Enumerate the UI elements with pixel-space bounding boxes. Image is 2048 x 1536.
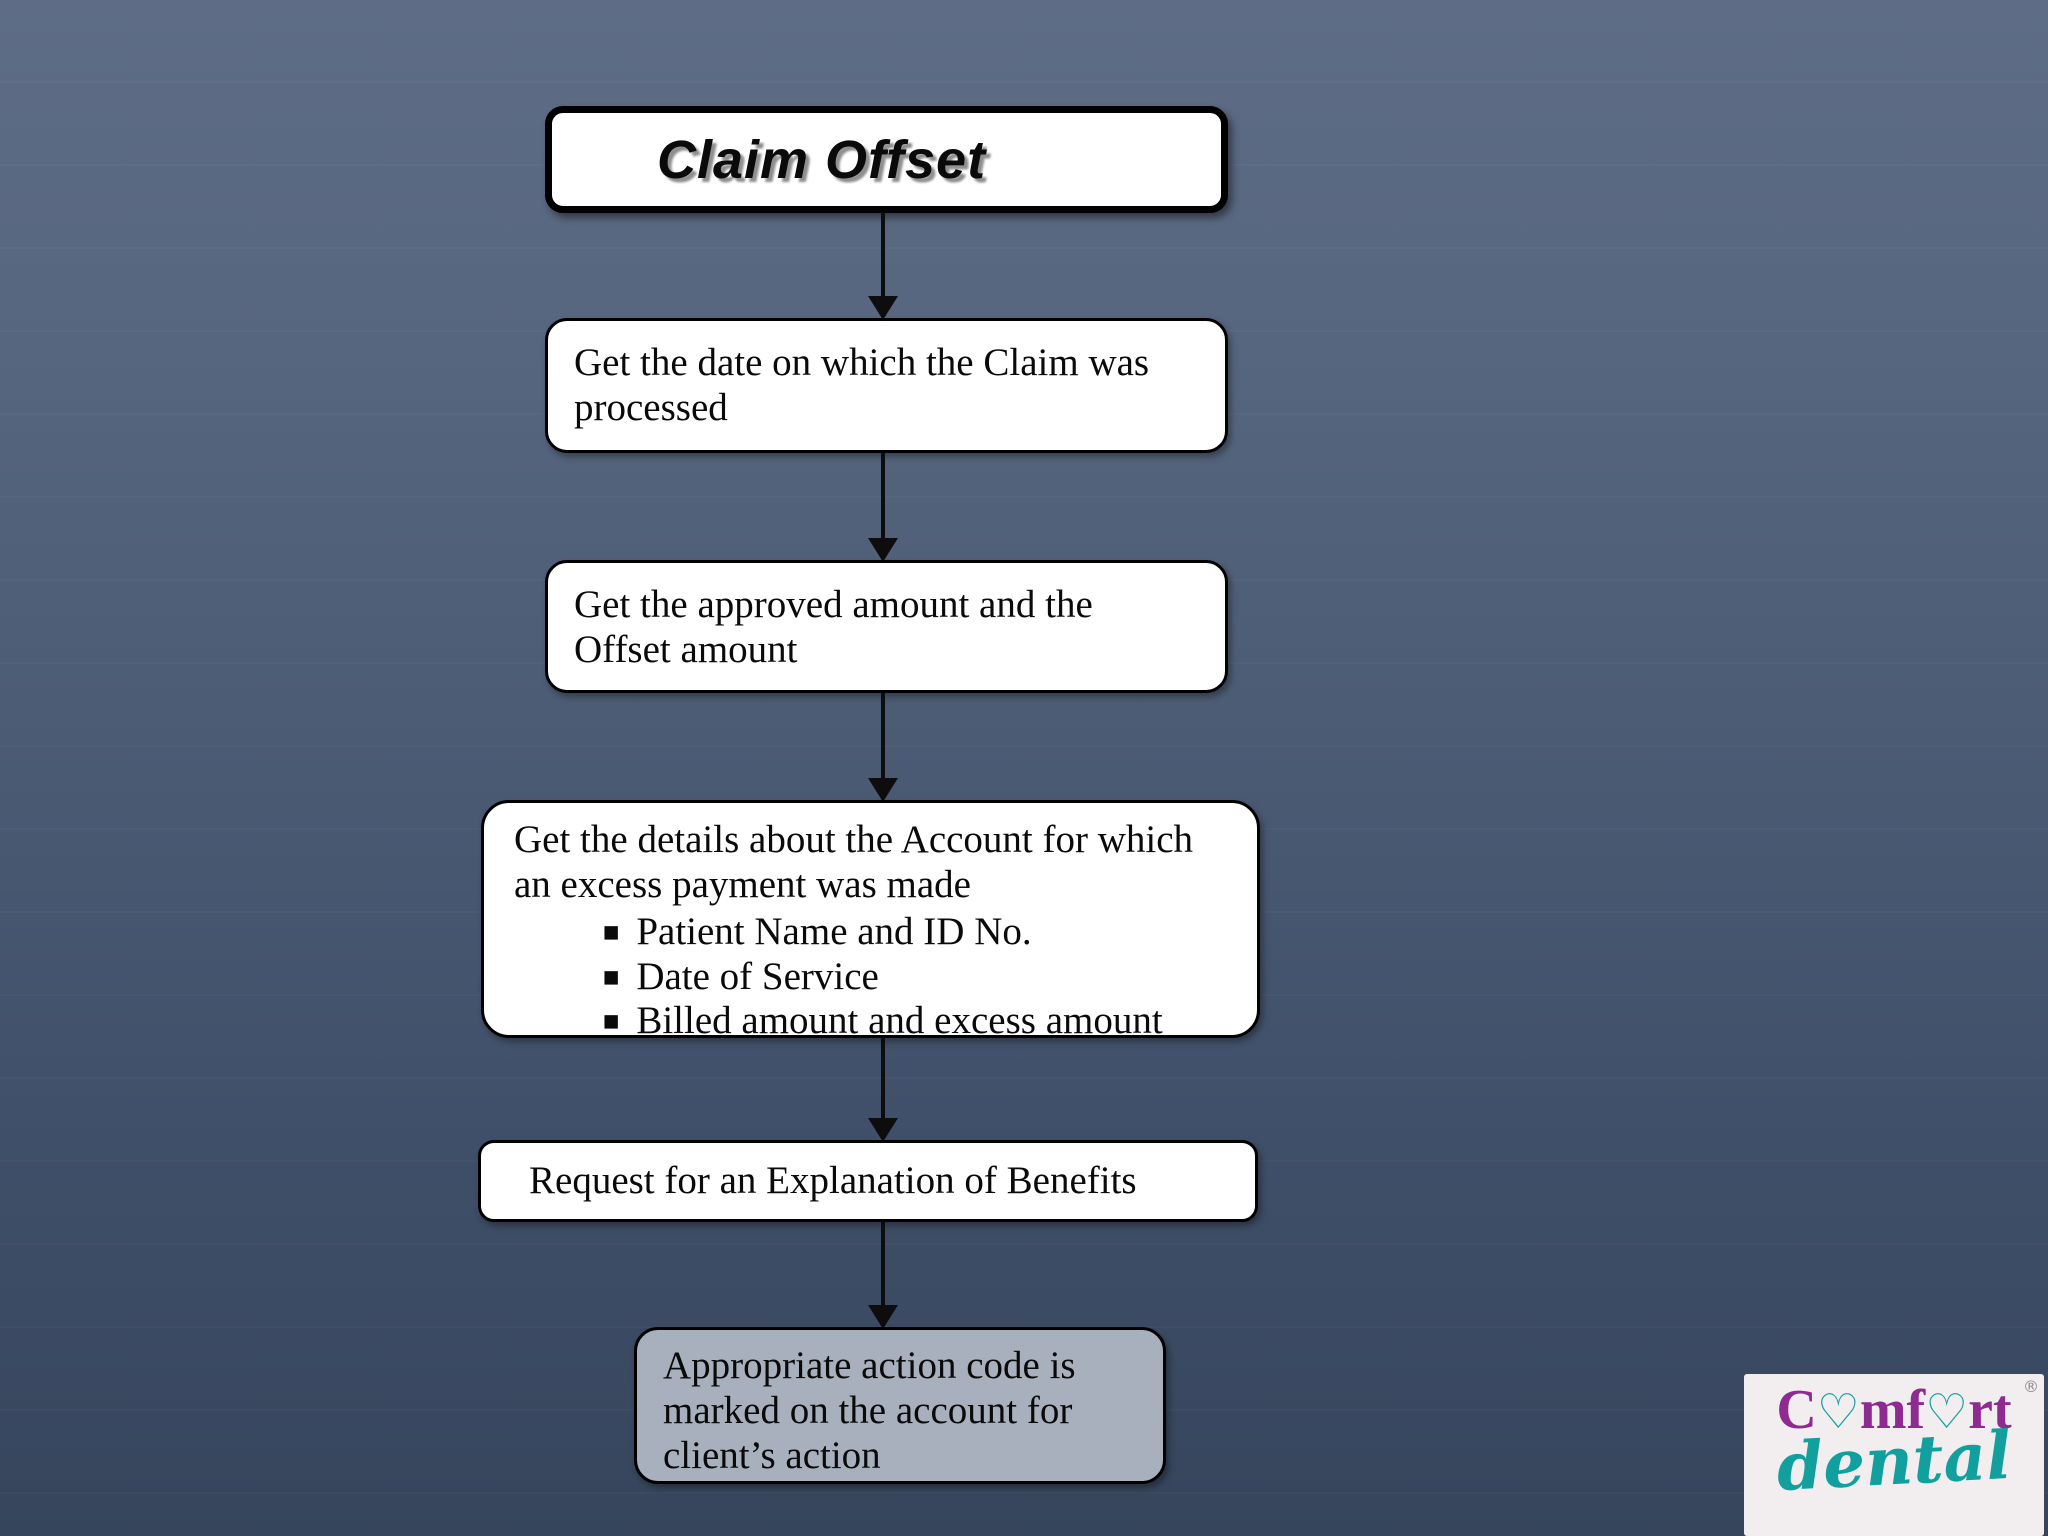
arrow-shaft [881, 1038, 885, 1118]
heart-icon: ♡ [1925, 1384, 1969, 1440]
logo-text-segment: mf [1859, 1379, 1926, 1441]
arrow-head-icon [868, 1118, 898, 1142]
flow-arrow-3 [868, 693, 898, 802]
logo-comfort-text: C♡mf♡rt [1744, 1382, 2044, 1438]
square-bullet-icon: ▪ [602, 1005, 621, 1037]
flow-node-step2: Get the approved amount and the Offset a… [545, 560, 1228, 693]
flow-node-step4: Request for an Explanation of Benefits [478, 1140, 1258, 1222]
registered-trademark-icon: ® [2023, 1377, 2039, 1396]
logo-dental-text: dental [1774, 1415, 2014, 1507]
arrow-shaft [881, 212, 885, 296]
bullet-text: Date of Service [636, 954, 879, 998]
step4-text: Request for an Explanation of Benefits [529, 1158, 1137, 1202]
square-bullet-icon: ▪ [602, 915, 621, 947]
arrow-head-icon [868, 296, 898, 320]
flow-arrow-5 [868, 1222, 898, 1329]
flow-node-step1: Get the date on which the Claim was proc… [545, 318, 1228, 453]
arrow-shaft [881, 453, 885, 538]
flow-title-text: Claim Offset [656, 129, 987, 190]
flow-node-title: Claim Offset [545, 106, 1228, 213]
step5-text: Appropriate action code is marked on the… [663, 1344, 1076, 1477]
comfort-dental-logo: ® C♡mf♡rt dental [1744, 1374, 2044, 1536]
bullet-item: ▪ Billed amount and excess amount [602, 999, 1227, 1044]
flow-node-step5-final: Appropriate action code is marked on the… [634, 1327, 1166, 1484]
bullet-text: Billed amount and excess amount [636, 999, 1163, 1043]
arrow-head-icon [868, 538, 898, 562]
flow-node-step3: Get the details about the Account for wh… [481, 800, 1260, 1042]
heart-icon: ♡ [1816, 1384, 1860, 1440]
logo-text-segment: rt [1968, 1379, 2012, 1441]
square-bullet-icon: ▪ [602, 960, 621, 992]
bullet-item: ▪ Patient Name and ID No. [602, 910, 1227, 955]
arrow-head-icon [868, 1305, 898, 1329]
flow-arrow-1 [868, 212, 898, 320]
step3-bullet-list: ▪ Patient Name and ID No. ▪ Date of Servic… [514, 910, 1227, 1045]
bullet-item: ▪ Date of Service [602, 955, 1227, 1000]
flow-arrow-2 [868, 453, 898, 562]
bullet-text: Patient Name and ID No. [636, 909, 1032, 953]
step2-text: Get the approved amount and the Offset a… [574, 583, 1093, 671]
flow-arrow-4 [868, 1038, 898, 1142]
arrow-shaft [881, 693, 885, 778]
arrow-head-icon [868, 778, 898, 802]
step3-text: Get the details about the Account for wh… [514, 818, 1194, 906]
logo-text-segment: C [1776, 1379, 1817, 1441]
arrow-shaft [881, 1222, 885, 1305]
step1-text: Get the date on which the Claim was proc… [574, 341, 1150, 429]
